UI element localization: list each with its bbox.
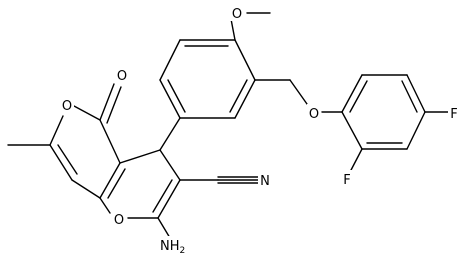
bond-c8-c8a [71, 179, 101, 199]
amino-nh: NH [160, 239, 180, 254]
atom-lactone-oxygen: O [60, 96, 74, 114]
atom-label-ether-o: O [309, 107, 319, 122]
bond-ring2-d [406, 111, 426, 150]
bond-ring1-c [159, 79, 181, 119]
atom-methoxy-oxygen: O [230, 4, 244, 22]
bond-c8a-c4a [99, 162, 121, 199]
atom-label-fluoro-para: F [450, 107, 457, 122]
bond-c7-c8-inner [57, 144, 78, 175]
bonds [7, 12, 449, 239]
atom-label-amino: NH2 [160, 239, 185, 256]
atom-label-lactone-o: O [62, 99, 72, 114]
bond-c4-c3 [159, 149, 181, 181]
atom-carbonyl-oxygen: O [115, 66, 129, 84]
bond-ring2-a [341, 74, 363, 113]
atom-ether-oxygen: O [307, 104, 321, 122]
bond-ring1-c4 [159, 117, 181, 151]
atom-label-nitrile-n: N [260, 174, 270, 189]
atom-nitrile-nitrogen: N [258, 171, 272, 189]
bond-ring1-e-inner [229, 79, 248, 113]
amino-subscript: 2 [180, 246, 186, 256]
bond-ring1-b [159, 39, 181, 81]
atom-label-methoxy-o: O [232, 7, 242, 22]
bond-methoxy-o-aryl [230, 18, 236, 41]
atom-labels: O O O O O F F N [60, 4, 460, 256]
atom-label-carbonyl-o: O [117, 69, 127, 84]
bond-o1-c8a [99, 197, 111, 214]
bond-c4a-c5 [99, 119, 121, 164]
atom-label-pyran-o: O [114, 213, 124, 228]
bond-c2-nh2 [157, 217, 171, 239]
bond-c7-c8 [49, 144, 73, 181]
atom-pyran-oxygen: O [112, 210, 126, 228]
bond-c4a-c4 [119, 149, 161, 164]
bond-ring1-e [234, 79, 256, 119]
atom-label-fluoro-ortho: F [343, 173, 350, 188]
bond-ring1-f [234, 39, 256, 81]
bond-ring2-ortho-f [349, 148, 363, 173]
bond-ch2-ether-o [289, 79, 308, 105]
atom-amino-group: NH2 [160, 236, 188, 256]
bond-c5-o6 [73, 105, 101, 121]
bond-c3-c2 [157, 179, 181, 219]
bond-c5-carbonyl-2 [106, 86, 122, 124]
atom-fluorine-para: F [448, 104, 460, 122]
bond-c8a-c4a-inner [107, 168, 126, 199]
bond-ring2-c [406, 74, 426, 113]
bond-c3-c2-inner [152, 179, 173, 213]
bond-c5-carbonyl-1 [99, 83, 115, 121]
bond-ring2-a-inner [349, 80, 368, 113]
bond-o6-c7 [49, 115, 64, 146]
bond-ring1-c-inner [167, 79, 186, 113]
atom-fluorine-ortho: F [341, 170, 353, 188]
bond-ring2-c-inner [401, 80, 418, 113]
bond-ring2-f [341, 111, 363, 150]
